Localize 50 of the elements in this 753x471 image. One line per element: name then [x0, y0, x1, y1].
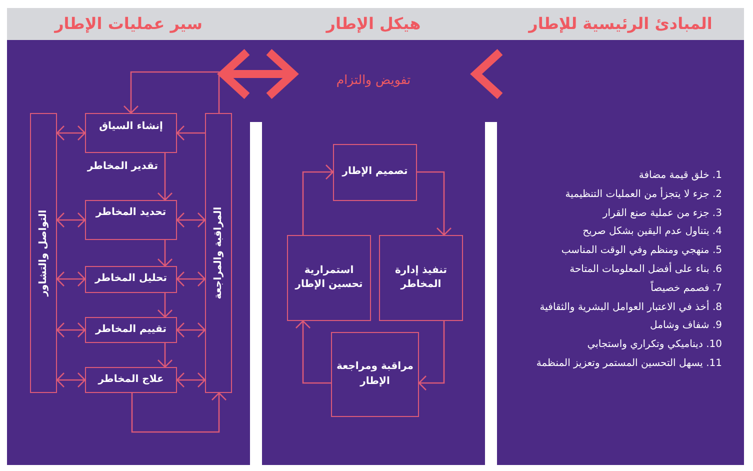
arrow: [302, 164, 334, 236]
double-arrow: [56, 212, 86, 228]
arrow: [295, 320, 332, 384]
process-box: تصميم الإطار: [333, 144, 417, 201]
process-column-box: [205, 113, 232, 393]
arrow: [157, 292, 173, 318]
principle-item: 4. يتناول عدم اليقين بشكل صريح: [582, 225, 722, 240]
arrow: [418, 320, 445, 391]
process-box: مراقبة ومراجعة الإطار: [331, 332, 419, 417]
process-box: استمرارية تحسين الإطار: [287, 235, 371, 321]
process-column-box: [30, 113, 57, 393]
principle-item: 7. فصمم خصيصاً: [650, 282, 722, 296]
principle-item: 6. بناء على أفضل المعلومات المتاحة: [570, 263, 722, 277]
double-arrow: [217, 48, 299, 100]
double-arrow: [176, 372, 206, 388]
arrow: [123, 71, 220, 114]
principle-item: 10. ديناميكي وتكراري واستجابي: [587, 338, 722, 352]
principle-item: 5. منهجي ومنظم وفي الوقت المناسب: [561, 244, 722, 258]
vertical-label: التواصل والتشاور: [36, 210, 50, 296]
arrow: [176, 125, 206, 141]
column-heading: هيكل الإطار: [326, 13, 421, 35]
double-arrow: [176, 322, 206, 338]
double-arrow: [176, 212, 206, 228]
principle-item: 8. أخذ في الاعتبار العوامل البشرية والثقافية: [540, 300, 722, 315]
principle-item: 2. جزء لا يتجزأ من العمليات التنظيمية: [565, 188, 722, 202]
vertical-label: المراقبة والمراجعة: [212, 206, 224, 300]
principle-item: 1. خلق قيمة مضافة: [638, 169, 722, 183]
group-label: تقدير المخاطر: [87, 160, 158, 174]
process-box: إنشاء السياق: [85, 113, 177, 153]
double-arrow: [176, 271, 206, 287]
principle-item: 3. جزء من عملية صنع القرار: [602, 206, 722, 221]
column-heading: سير عمليات الإطار: [54, 13, 202, 35]
principle-item: 9. شفاف وشامل: [650, 319, 722, 334]
arrow: [157, 152, 173, 201]
process-box: تحليل المخاطر: [85, 266, 177, 293]
process-box: تحديد المخاطر: [85, 200, 177, 240]
process-box: تنفيذ إدارة المخاطر: [379, 235, 463, 321]
arrow: [131, 392, 227, 433]
process-box: تقييم المخاطر: [85, 317, 177, 343]
principle-item: 11. يسهل التحسين المستمر وتعزيز المنظمة: [536, 357, 722, 371]
section-label: تفويض والتزام: [336, 72, 411, 88]
column-heading: المبادئ الرئيسية للإطار: [528, 13, 712, 35]
process-box: علاج المخاطر: [85, 367, 177, 393]
arrow: [157, 342, 173, 368]
double-arrow: [56, 322, 86, 338]
double-arrow: [56, 125, 86, 141]
arrow: [157, 239, 173, 267]
double-arrow: [56, 372, 86, 388]
double-arrow: [56, 271, 86, 287]
arrow: [416, 171, 452, 236]
